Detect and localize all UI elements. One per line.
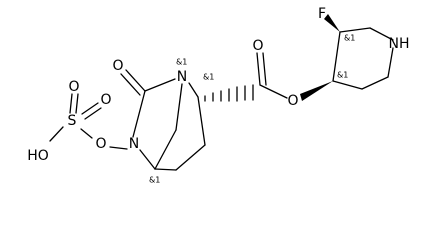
bond-ch2-n [175,83,183,131]
bond-n-o [109,146,128,150]
bond-bridgehead-ch2 [154,129,177,170]
bond-nh-ch2 [387,47,394,78]
atom-ester-oxygen: O [287,93,298,109]
bond-co-cf [332,31,341,82]
atom-sulfur: S [68,113,77,129]
bond-o-s [80,128,93,139]
atom-amide-nitrogen: N [129,136,139,152]
bond-s-o-right-b [84,107,102,120]
atom-sulfonyl-oxygen-upper: O [68,79,79,95]
bond-carbonyl-double-a [256,52,261,86]
atom-fluorine: F [318,6,326,22]
bond-o-carbonyl [259,84,288,99]
bond-carbonyl-double-b [262,52,267,86]
hashed-bond-alpha-carbonyl [204,84,254,102]
bond-urea-double-b [120,73,141,96]
bond-s-o-upper-a [69,93,73,114]
atom-ring-nitrogen: NH [389,36,410,52]
bond-ch2-ch2-core [175,144,206,171]
stereo-label-c-alpha: &1 [203,73,214,82]
bond-s-o-right-a [81,102,99,115]
atom-ester-carbonyl-oxygen: O [252,38,263,54]
bond-ch2-nh [369,27,394,41]
stereo-label-c-ester: &1 [337,71,348,80]
wedge-bond-ester-oxygen [300,81,333,101]
bond-urea-c-n [132,90,146,138]
bond-alpha-ch2 [197,96,206,146]
stereo-labels: &1 &1 &1 &1 &1 [149,34,355,185]
bond-ch2-bridgehead [154,168,177,171]
wedge-bond-fluorine [324,14,340,32]
bond-ch2-co [332,80,363,90]
stereo-label-c-fluoro: &1 [344,34,355,43]
atom-labels: F NH O O O N N O S O O HO [27,6,409,164]
bonds [49,14,394,171]
bond-n-urea-c [144,78,176,92]
bond-s-o-upper-b [75,93,79,114]
bond-cf-ch2 [339,27,371,33]
atom-sulfonyl-oxygen-right: O [100,92,111,108]
bond-n-alpha [188,82,199,98]
atom-n-oxy-oxygen: O [95,136,106,152]
atom-bridgehead-nitrogen: N [177,69,187,85]
bond-urea-double-a [125,69,146,92]
stereo-label-n-bridgehead: &1 [176,58,187,67]
atom-hydroxyl: HO [27,148,49,164]
stereo-label-c-bridgehead: &1 [149,176,160,185]
atom-urea-oxygen: O [112,58,123,74]
bond-n-bridgehead [139,149,156,170]
bond-s-oh [49,126,64,142]
bond-ch2-ch2 [361,76,389,90]
chemical-structure: F NH O O O N N O S O O HO &1 &1 &1 &1 &1 [27,6,409,185]
